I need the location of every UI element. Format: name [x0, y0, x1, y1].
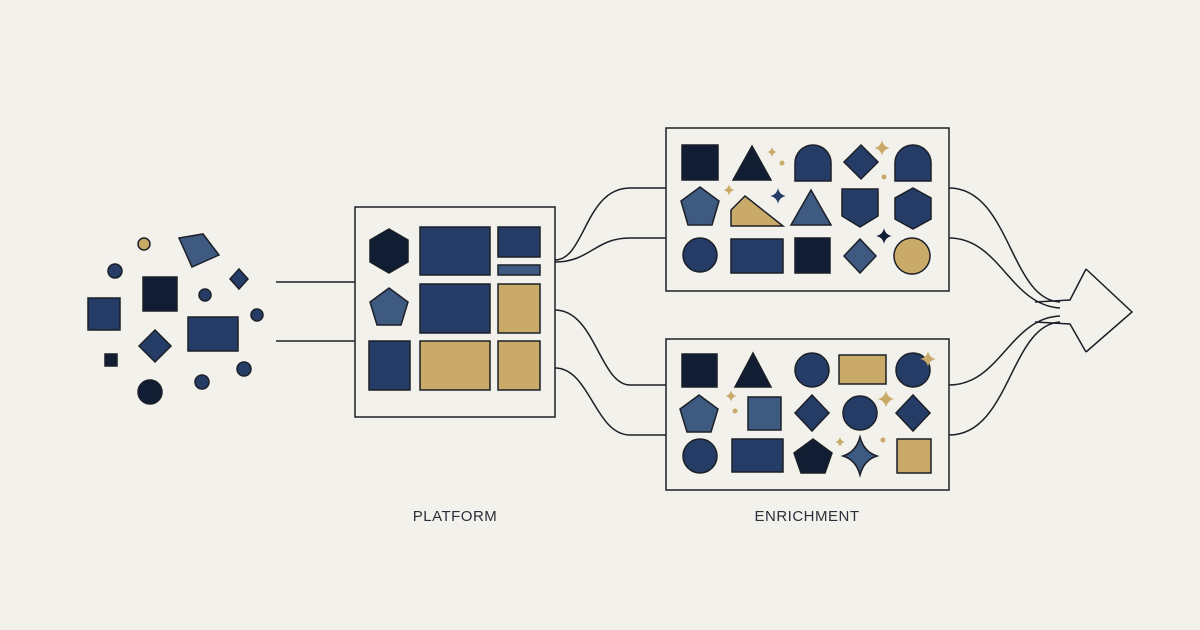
top-circle — [682, 237, 718, 273]
output-arrow — [1034, 268, 1134, 353]
out-curve-3 — [948, 315, 1061, 386]
out-curve-1 — [948, 187, 1061, 303]
bottom-gold-dot-1 — [732, 408, 738, 414]
top-gold-circle — [893, 237, 931, 275]
bottom-sparkle-2 — [725, 390, 737, 402]
out-curve-4 — [948, 321, 1061, 436]
bottom-dark-pentagon — [793, 438, 833, 474]
enrichment-box-bottom — [665, 338, 950, 491]
bottom-diamond-2 — [894, 393, 932, 433]
top-gold-trapezoid — [730, 194, 786, 227]
bottom-star-shape — [840, 434, 880, 478]
bottom-square — [747, 396, 782, 431]
top-dark-triangle — [731, 144, 773, 181]
platform-gold-block-2 — [419, 340, 491, 391]
bottom-dark-triangle — [733, 351, 773, 388]
enrichment-top-frame — [665, 127, 950, 292]
enrichment-label: ENRICHMENT — [754, 508, 860, 525]
top-pentagon — [680, 186, 720, 226]
bottom-dark-square — [681, 353, 718, 388]
enrichment-box-top — [665, 127, 950, 292]
bottom-gold-dot-2 — [880, 437, 886, 443]
platform-to-enrichment-curves — [554, 187, 666, 436]
bottom-gold-square — [896, 438, 932, 474]
top-gold-dot-1 — [779, 160, 785, 166]
raw-small-dot-1 — [107, 263, 123, 279]
top-sparkle-5 — [876, 228, 892, 244]
bottom-diamond-1 — [793, 393, 831, 433]
top-sparkle-3 — [723, 184, 735, 196]
raw-dark-square — [142, 276, 178, 312]
input-lines — [276, 281, 355, 342]
bottom-sparkle-4 — [835, 437, 845, 447]
bottom-wide-rect — [731, 438, 784, 473]
bottom-circle-4 — [682, 438, 718, 474]
curve-3 — [554, 309, 666, 386]
raw-tiny-square — [104, 353, 118, 367]
bottom-sparkle-3 — [877, 390, 895, 408]
raw-square-left — [87, 297, 121, 331]
platform-block-1 — [419, 226, 491, 276]
platform-hexagon — [369, 228, 409, 274]
bottom-gold-rect — [838, 354, 887, 385]
platform-gold-block-3 — [497, 340, 541, 391]
raw-wide-rect — [187, 316, 239, 352]
top-diamond-2 — [842, 237, 878, 275]
bottom-circle-3 — [842, 395, 878, 431]
platform-label: PLATFORM — [412, 508, 498, 525]
platform-thin-bar — [497, 264, 541, 276]
raw-small-dot-4 — [236, 361, 252, 377]
arrow-tip — [1085, 268, 1134, 353]
curve-2 — [554, 237, 666, 263]
top-wide-rect — [730, 238, 784, 274]
out-curve-2 — [948, 237, 1061, 309]
bottom-circle-2 — [895, 352, 931, 388]
top-sparkle-1 — [767, 147, 777, 157]
platform-frame — [354, 206, 556, 418]
top-slate-triangle — [789, 188, 833, 226]
curve-1 — [554, 187, 666, 261]
raw-diamond — [137, 328, 173, 364]
enrichment-bottom-frame — [665, 338, 950, 491]
platform-block-2 — [497, 226, 541, 258]
raw-gold-dot — [137, 237, 151, 251]
raw-data-cluster — [87, 233, 264, 405]
raw-small-diamond — [228, 267, 250, 291]
platform-block-3 — [419, 283, 491, 334]
top-arch-2 — [894, 144, 932, 182]
platform-block-4 — [368, 340, 411, 391]
platform-pentagon — [369, 287, 409, 326]
platform-gold-block-1 — [497, 283, 541, 334]
top-arch-1 — [794, 144, 832, 182]
raw-small-dot-3 — [250, 308, 264, 322]
bottom-pentagon — [679, 394, 719, 433]
top-sparkle-2 — [874, 140, 890, 156]
output-curves — [948, 187, 1061, 436]
curve-4 — [554, 367, 666, 436]
top-gold-dot-2 — [881, 174, 887, 180]
top-hexagon — [894, 187, 932, 230]
raw-dark-circle — [137, 379, 163, 405]
arrow-upper-edge — [1034, 268, 1087, 303]
top-sparkle-4 — [770, 188, 786, 204]
raw-slanted-quad — [177, 233, 221, 268]
arrow-lower-edge — [1034, 321, 1087, 353]
top-dark-square — [681, 144, 719, 181]
top-shield — [841, 188, 879, 228]
raw-small-dot-2 — [198, 288, 212, 302]
raw-small-dot-5 — [194, 374, 210, 390]
top-diamond-1 — [842, 143, 880, 181]
bottom-circle-1 — [794, 352, 830, 388]
platform-box — [354, 206, 556, 418]
top-dark-square-2 — [794, 237, 831, 274]
